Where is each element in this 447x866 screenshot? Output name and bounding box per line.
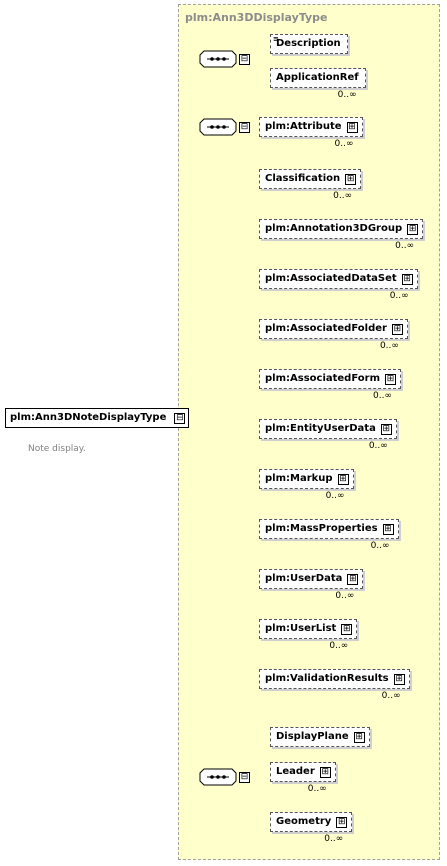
root-documentation: Note display.: [28, 444, 86, 454]
expand-icon[interactable]: ⊞: [337, 474, 349, 485]
element-user-data[interactable]: plm:UserData ⊞: [259, 569, 364, 589]
element-associated-folder[interactable]: plm:AssociatedFolder ⊞: [259, 319, 408, 339]
element-label: plm:ValidationResults: [265, 673, 389, 684]
collapse-icon[interactable]: ⊟: [239, 122, 250, 133]
element-label: plm:Attribute: [265, 121, 342, 132]
expand-icon[interactable]: ⊞: [345, 174, 357, 185]
element-label: plm:MassProperties: [265, 523, 378, 534]
element-label: plm:AssociatedForm: [265, 373, 380, 384]
element-label: plm:EntityUserData: [265, 423, 376, 434]
expand-icon[interactable]: ⊞: [380, 424, 392, 435]
element-label: plm:UserList: [265, 623, 337, 634]
sequence-compositor-icon[interactable]: [199, 50, 237, 68]
cardinality-label: 0..∞: [381, 691, 401, 701]
element-label: DisplayPlane: [276, 731, 349, 742]
expand-icon[interactable]: ⊞: [353, 732, 365, 743]
expand-icon[interactable]: ⊞: [391, 324, 403, 335]
element-description[interactable]: Description≡: [270, 34, 348, 54]
collapse-icon[interactable]: ⊟: [239, 772, 250, 783]
expand-icon[interactable]: ⊞: [385, 374, 396, 385]
element-label: plm:Markup: [265, 473, 333, 484]
cardinality-label: 0..∞: [307, 784, 327, 794]
expand-icon[interactable]: ⊞: [407, 224, 419, 235]
cardinality-label: 0..∞: [333, 191, 353, 201]
cardinality-label: 0..∞: [373, 391, 392, 401]
cardinality-label: 0..∞: [379, 341, 399, 351]
element-label: plm:UserData: [265, 573, 343, 584]
element-annotation3dgroup[interactable]: plm:Annotation3DGroup ⊞: [259, 219, 424, 239]
expand-icon[interactable]: ⊞: [347, 574, 359, 585]
element-label: plm:AssociatedDataSet: [265, 273, 397, 284]
element-classification[interactable]: Classification ⊞: [259, 169, 362, 189]
element-label: Geometry: [276, 816, 332, 827]
element-entity-user-data[interactable]: plm:EntityUserData ⊞: [259, 419, 397, 439]
root-element[interactable]: plm:Ann3DNoteDisplayType ⊟: [5, 408, 190, 428]
element-associated-data-set[interactable]: plm:AssociatedDataSet ⊞: [259, 269, 418, 289]
documentation-icon: ≡: [273, 35, 279, 43]
element-associated-form[interactable]: plm:AssociatedForm ⊞: [259, 369, 401, 389]
expand-icon[interactable]: ⊞: [401, 274, 413, 285]
element-validation-results[interactable]: plm:ValidationResults ⊞: [259, 669, 410, 689]
element-mass-properties[interactable]: plm:MassProperties ⊞: [259, 519, 399, 539]
cardinality-label: 0..∞: [325, 491, 345, 501]
element-user-list[interactable]: plm:UserList ⊞: [259, 619, 358, 639]
cardinality-label: 0..∞: [324, 834, 344, 844]
cardinality-label: 0..∞: [389, 291, 409, 301]
expand-icon[interactable]: ⊞: [319, 767, 331, 778]
cardinality-label: 0..∞: [395, 241, 415, 251]
element-label: Classification: [265, 173, 341, 184]
expand-icon[interactable]: ⊞: [346, 122, 358, 133]
element-application-ref[interactable]: ApplicationRef: [270, 68, 366, 88]
collapse-icon[interactable]: ⊟: [174, 413, 186, 424]
cardinality-label: 0..∞: [334, 139, 354, 149]
cardinality-label: 0..∞: [337, 90, 357, 100]
cardinality-label: 0..∞: [368, 441, 388, 451]
expand-icon[interactable]: ⊞: [341, 624, 353, 635]
type-title: plm:Ann3DDisplayType: [185, 11, 328, 24]
element-label: Description: [276, 38, 341, 49]
cardinality-label: 0..∞: [335, 591, 355, 601]
expand-icon[interactable]: ⊞: [336, 817, 348, 828]
element-geometry[interactable]: Geometry ⊞: [270, 812, 353, 832]
element-label: Leader: [276, 766, 315, 777]
cardinality-label: 0..∞: [370, 541, 390, 551]
sequence-compositor-icon[interactable]: [199, 118, 237, 136]
element-attribute[interactable]: plm:Attribute ⊞: [259, 117, 363, 137]
element-display-plane[interactable]: DisplayPlane ⊞: [270, 727, 370, 747]
element-leader[interactable]: Leader ⊞: [270, 762, 336, 782]
expand-icon[interactable]: ⊞: [382, 524, 394, 535]
expand-icon[interactable]: ⊞: [393, 674, 405, 685]
cardinality-label: 0..∞: [329, 641, 349, 651]
element-label: plm:Annotation3DGroup: [265, 223, 403, 234]
element-label: plm:AssociatedFolder: [265, 323, 387, 334]
root-element-label: plm:Ann3DNoteDisplayType: [10, 412, 167, 423]
element-markup[interactable]: plm:Markup ⊞: [259, 469, 354, 489]
element-label: ApplicationRef: [276, 72, 359, 83]
sequence-compositor-icon[interactable]: [199, 768, 237, 786]
collapse-icon[interactable]: ⊟: [239, 54, 250, 65]
